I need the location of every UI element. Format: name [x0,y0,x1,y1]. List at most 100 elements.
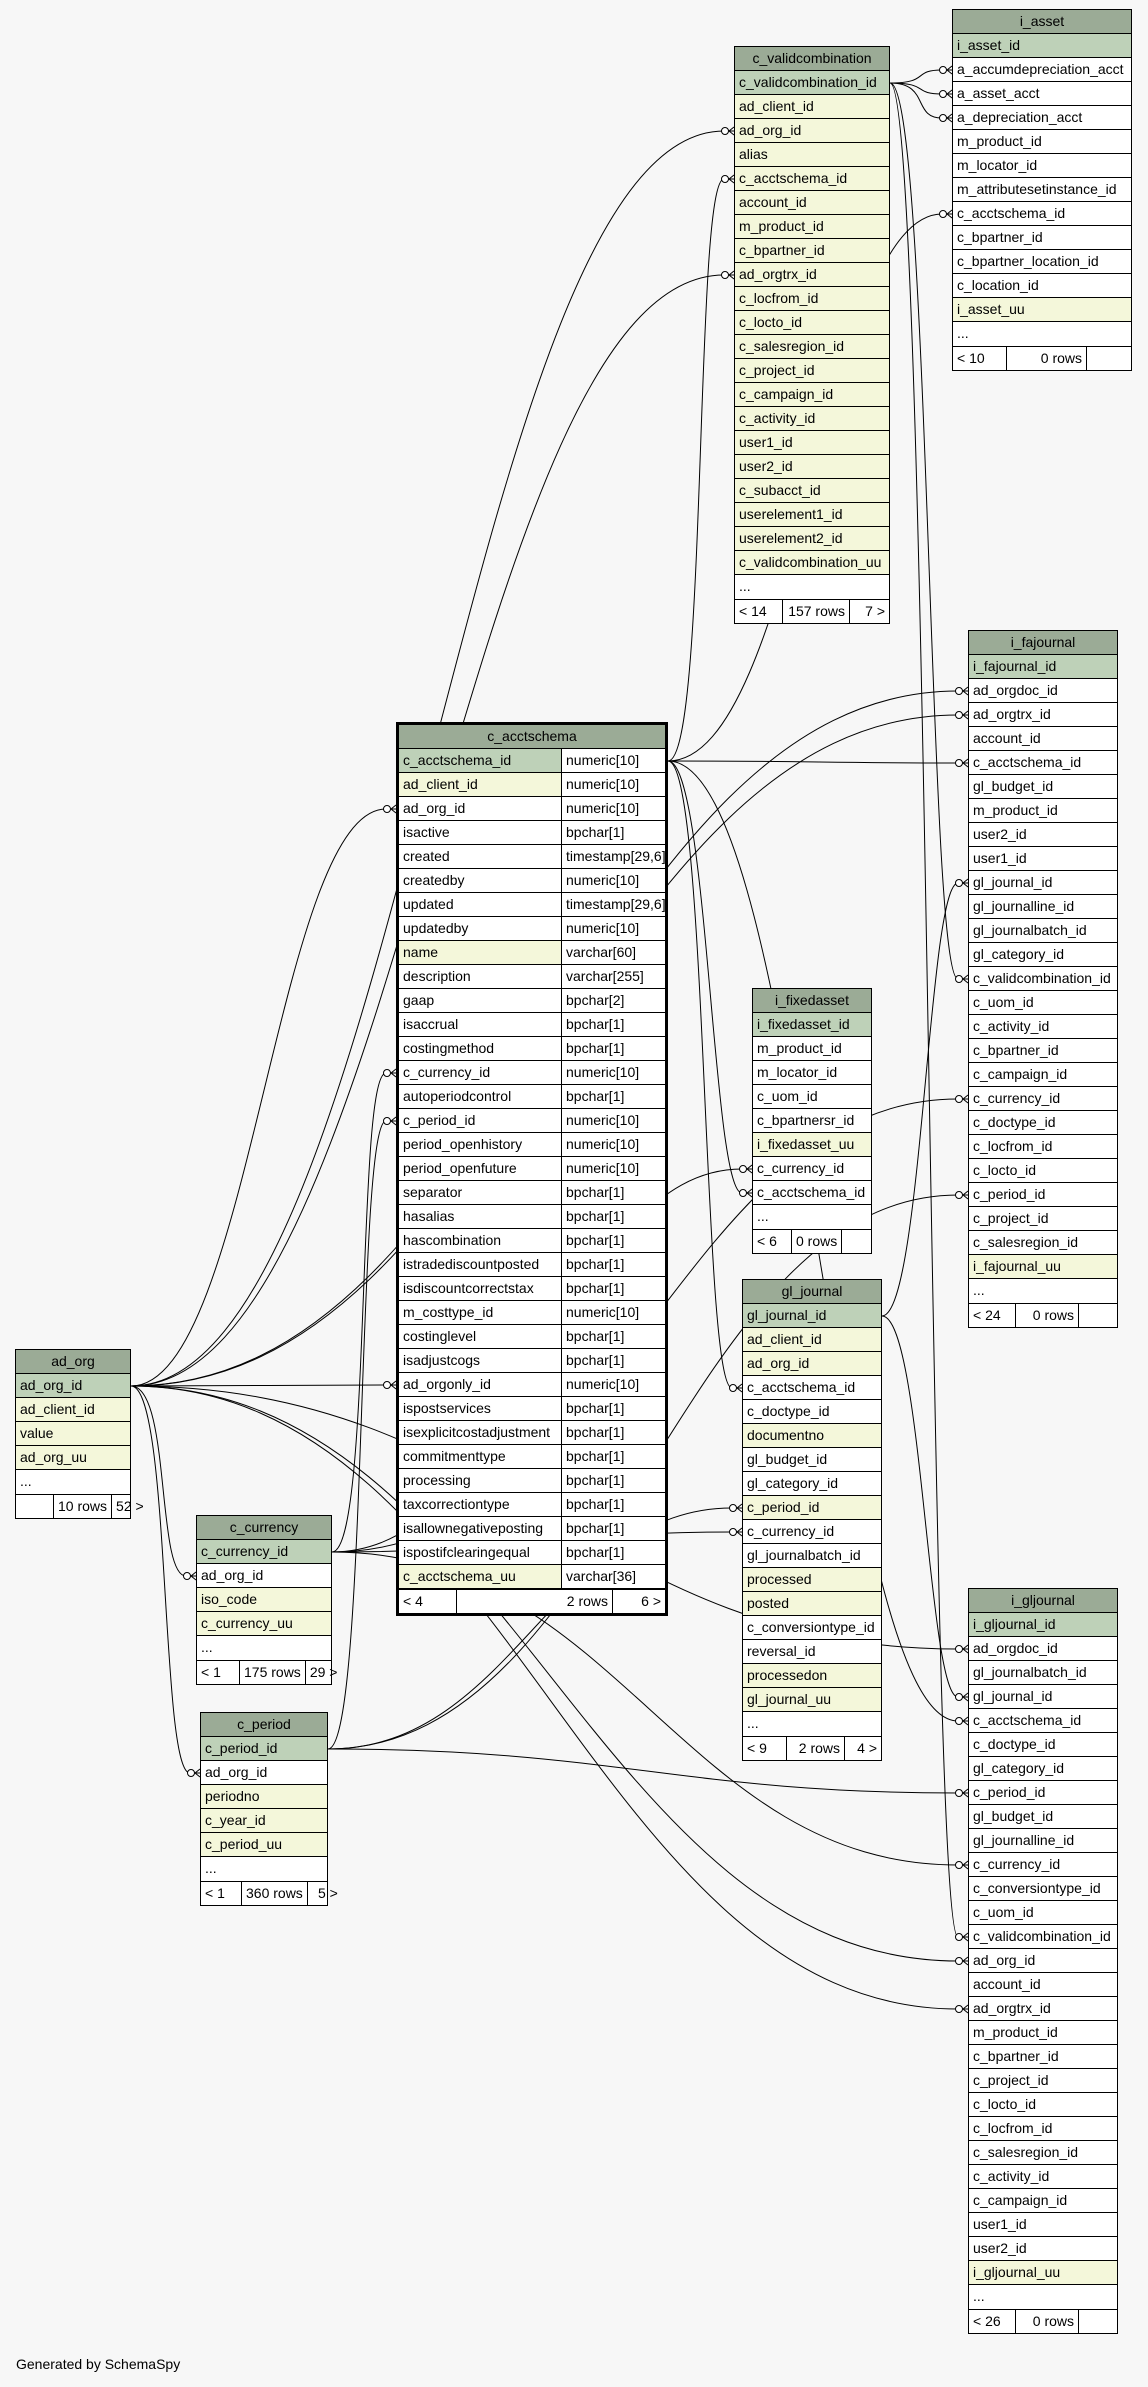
column-row[interactable]: c_locto_id [735,311,889,335]
column-row[interactable]: user2_id [969,2237,1117,2261]
column-row[interactable]: c_currency_uu [197,1612,331,1636]
children-link[interactable]: 52 > [111,1495,148,1518]
children-link[interactable]: 29 > [304,1661,342,1684]
column-row[interactable]: user1_id [969,2213,1117,2237]
table-title[interactable]: c_acctschema [399,725,665,749]
column-row[interactable]: ad_client_id [735,95,889,119]
column-row[interactable]: ad_org_uu [16,1446,130,1470]
column-row[interactable]: c_acctschema_id [969,1709,1117,1733]
column-row[interactable]: c_subacct_id [735,479,889,503]
table-title[interactable]: c_period [201,1713,327,1737]
column-row[interactable]: m_locator_id [953,154,1131,178]
column-row[interactable]: c_currency_id [197,1540,331,1564]
column-row[interactable]: i_fajournal_uu [969,1255,1117,1279]
column-row[interactable]: c_project_id [969,2069,1117,2093]
column-row[interactable]: c_currency_id [743,1520,881,1544]
column-row[interactable]: gl_journalbatch_id [969,1661,1117,1685]
column-row[interactable]: c_bpartner_id [953,226,1131,250]
parents-link[interactable]: < 24 [969,1304,1016,1327]
column-row[interactable]: i_fixedasset_uu [753,1133,871,1157]
column-row[interactable]: reversal_id [743,1640,881,1664]
column-row[interactable]: ad_client_id [743,1328,881,1352]
column-row[interactable]: c_locto_id [969,1159,1117,1183]
column-row[interactable]: c_campaign_id [735,383,889,407]
column-row[interactable]: ad_orgdoc_id [969,679,1117,703]
more-columns[interactable]: ... [197,1636,331,1660]
column-row[interactable]: processed [743,1568,881,1592]
column-row[interactable]: i_asset_uu [953,298,1131,322]
parents-link[interactable]: < 4 [399,1590,457,1613]
column-row[interactable]: gl_budget_id [969,775,1117,799]
column-row[interactable]: c_uom_id [969,1901,1117,1925]
column-row[interactable]: userelement2_id [735,527,889,551]
column-row[interactable]: c_locfrom_id [969,2117,1117,2141]
column-row[interactable]: i_fajournal_id [969,655,1117,679]
column-row[interactable]: ad_orgdoc_id [969,1637,1117,1661]
column-row[interactable]: ad_orgtrx_id [969,1997,1117,2021]
column-row[interactable]: c_conversiontype_id [743,1616,881,1640]
column-row[interactable]: c_acctschema_id [743,1376,881,1400]
table-title[interactable]: c_currency [197,1516,331,1540]
column-row[interactable]: c_doctype_id [969,1111,1117,1135]
column-row[interactable]: ad_orgtrx_id [735,263,889,287]
more-columns[interactable]: ... [969,1279,1117,1303]
column-row[interactable]: user2_id [969,823,1117,847]
parents-link[interactable]: < 26 [969,2310,1016,2333]
column-row[interactable]: c_validcombination_id [735,71,889,95]
column-row[interactable]: c_acctschema_id [969,751,1117,775]
column-row[interactable]: i_asset_id [953,34,1131,58]
column-row[interactable]: c_uom_id [969,991,1117,1015]
column-row[interactable]: ad_client_id [16,1398,130,1422]
column-row[interactable]: c_salesregion_id [969,2141,1117,2165]
column-row[interactable]: ad_org_id [735,119,889,143]
more-columns[interactable]: ... [201,1857,327,1881]
column-row[interactable]: user1_id [735,431,889,455]
children-link[interactable] [1086,347,1131,370]
column-row[interactable]: processedon [743,1664,881,1688]
column-row[interactable]: c_project_id [969,1207,1117,1231]
column-row[interactable]: ad_org_id [201,1761,327,1785]
column-row[interactable]: c_locfrom_id [969,1135,1117,1159]
column-row[interactable]: i_gljournal_id [969,1613,1117,1637]
more-columns[interactable]: ... [953,322,1131,346]
column-row[interactable]: c_bpartner_location_id [953,250,1131,274]
column-row[interactable]: c_period_id [201,1737,327,1761]
column-row[interactable]: m_attributesetinstance_id [953,178,1131,202]
parents-link[interactable]: < 9 [743,1737,787,1760]
column-row[interactable]: c_currency_id [969,1853,1117,1877]
column-row[interactable]: c_acctschema_id [753,1181,871,1205]
column-row[interactable]: c_period_id [743,1496,881,1520]
column-row[interactable]: alias [735,143,889,167]
column-row[interactable]: posted [743,1592,881,1616]
column-row[interactable]: a_depreciation_acct [953,106,1131,130]
column-row[interactable]: gl_journalline_id [969,895,1117,919]
column-row[interactable]: c_period_uu [201,1833,327,1857]
children-link[interactable] [1078,2310,1117,2333]
column-row[interactable]: gl_journal_id [743,1304,881,1328]
column-row[interactable]: c_bpartnersr_id [753,1109,871,1133]
column-row[interactable]: gl_category_id [969,1757,1117,1781]
column-row[interactable]: gl_journalbatch_id [743,1544,881,1568]
